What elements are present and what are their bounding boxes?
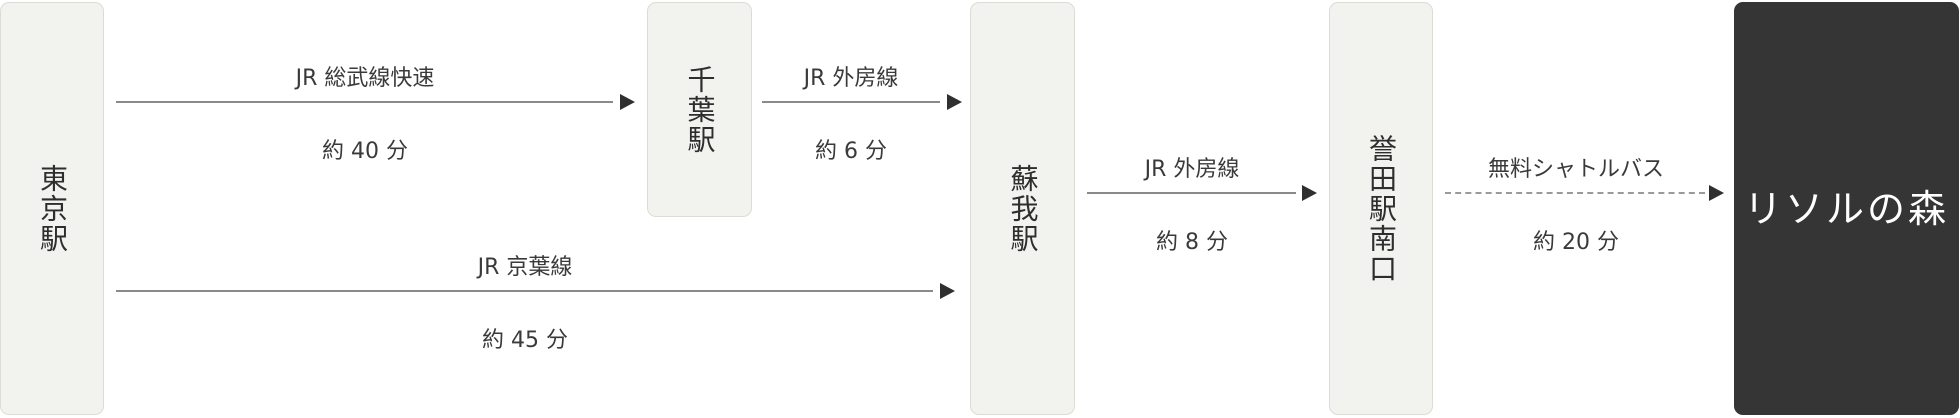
- route-duration: 約 45 分: [482, 328, 568, 353]
- route-line: [116, 290, 933, 292]
- route-line-name: 無料シャトルバス: [1487, 157, 1664, 182]
- route-line: [116, 101, 613, 103]
- station-soga-name: 蘇我駅: [1006, 163, 1040, 254]
- route-duration: 約 6 分: [815, 139, 887, 164]
- station-homata-south-name: 誉田駅南口: [1365, 133, 1398, 284]
- route-free-shuttle-bus: 無料シャトルバス 約 20 分: [1445, 157, 1725, 257]
- station-homata-south: 誉田駅南口: [1329, 2, 1433, 415]
- station-chiba-name: 千葉駅: [683, 64, 717, 155]
- arrow-right-icon: [947, 94, 962, 110]
- destination-resol-forest: リソルの森: [1734, 2, 1959, 415]
- arrow-right-icon: [1302, 185, 1317, 201]
- route-line: [762, 101, 940, 103]
- route-duration: 約 8 分: [1156, 230, 1228, 255]
- route-duration: 約 20 分: [1533, 230, 1619, 255]
- route-keiyo: JR 京葉線 約 45 分: [116, 255, 956, 355]
- route-sotobo-soga-homata: JR 外房線 約 8 分: [1087, 157, 1319, 257]
- station-tokyo-name: 東京駅: [36, 163, 69, 254]
- route-sotobo-chiba-soga: JR 外房線 約 6 分: [762, 66, 962, 166]
- route-line-name: JR 外房線: [803, 66, 899, 91]
- destination-name: リソルの森: [1743, 186, 1949, 231]
- station-tokyo: 東京駅: [0, 2, 104, 415]
- station-chiba: 千葉駅: [647, 2, 752, 217]
- route-line-name: JR 総武線快速: [295, 66, 435, 91]
- route-sobu-rapid: JR 総武線快速 約 40 分: [116, 66, 636, 166]
- arrow-right-icon: [620, 94, 635, 110]
- route-duration: 約 40 分: [322, 139, 408, 164]
- route-line: [1087, 192, 1296, 194]
- station-soga: 蘇我駅: [970, 2, 1075, 415]
- arrow-right-icon: [940, 283, 955, 299]
- arrow-right-icon: [1709, 185, 1724, 201]
- route-line-dashed: [1445, 192, 1705, 194]
- route-line-name: JR 外房線: [1144, 157, 1240, 182]
- route-line-name: JR 京葉線: [477, 255, 573, 280]
